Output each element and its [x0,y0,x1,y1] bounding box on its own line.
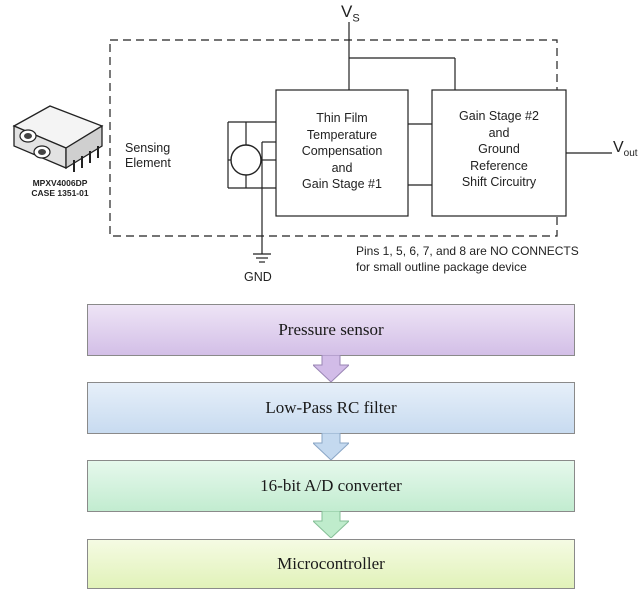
down-arrow-icon [313,511,349,538]
output-label: Vout [613,139,638,160]
down-arrow-icon [313,433,349,460]
flow-step-microcontroller: Microcontroller [87,539,575,589]
sensing-element-label: Sensing Element [125,141,171,170]
package-name: MPXV4006DP [32,178,88,188]
ground-label: GND [244,270,272,284]
flow-step-pressure-sensor: Pressure sensor [87,304,575,356]
package-case: CASE 1351-01 [31,188,89,198]
block-thin-film-label: Thin Film Temperature Compensation and G… [301,111,383,191]
package-chip-icon [12,105,104,172]
supply-label: VS [341,2,360,25]
sensing-element-symbol [230,144,262,176]
flow-step-ad-converter: 16-bit A/D converter [87,460,575,512]
package-outline [109,39,558,237]
flow-step-low-pass-filter: Low-Pass RC filter [87,382,575,434]
schematic-diagram [12,22,612,263]
down-arrow-icon [313,355,349,382]
block-gain-stage-2-label: Gain Stage #2 and Ground Reference Shift… [459,109,539,189]
block-thin-film [275,89,409,217]
pin-note: Pins 1, 5, 6, 7, and 8 are NO CONNECTS f… [356,244,579,274]
